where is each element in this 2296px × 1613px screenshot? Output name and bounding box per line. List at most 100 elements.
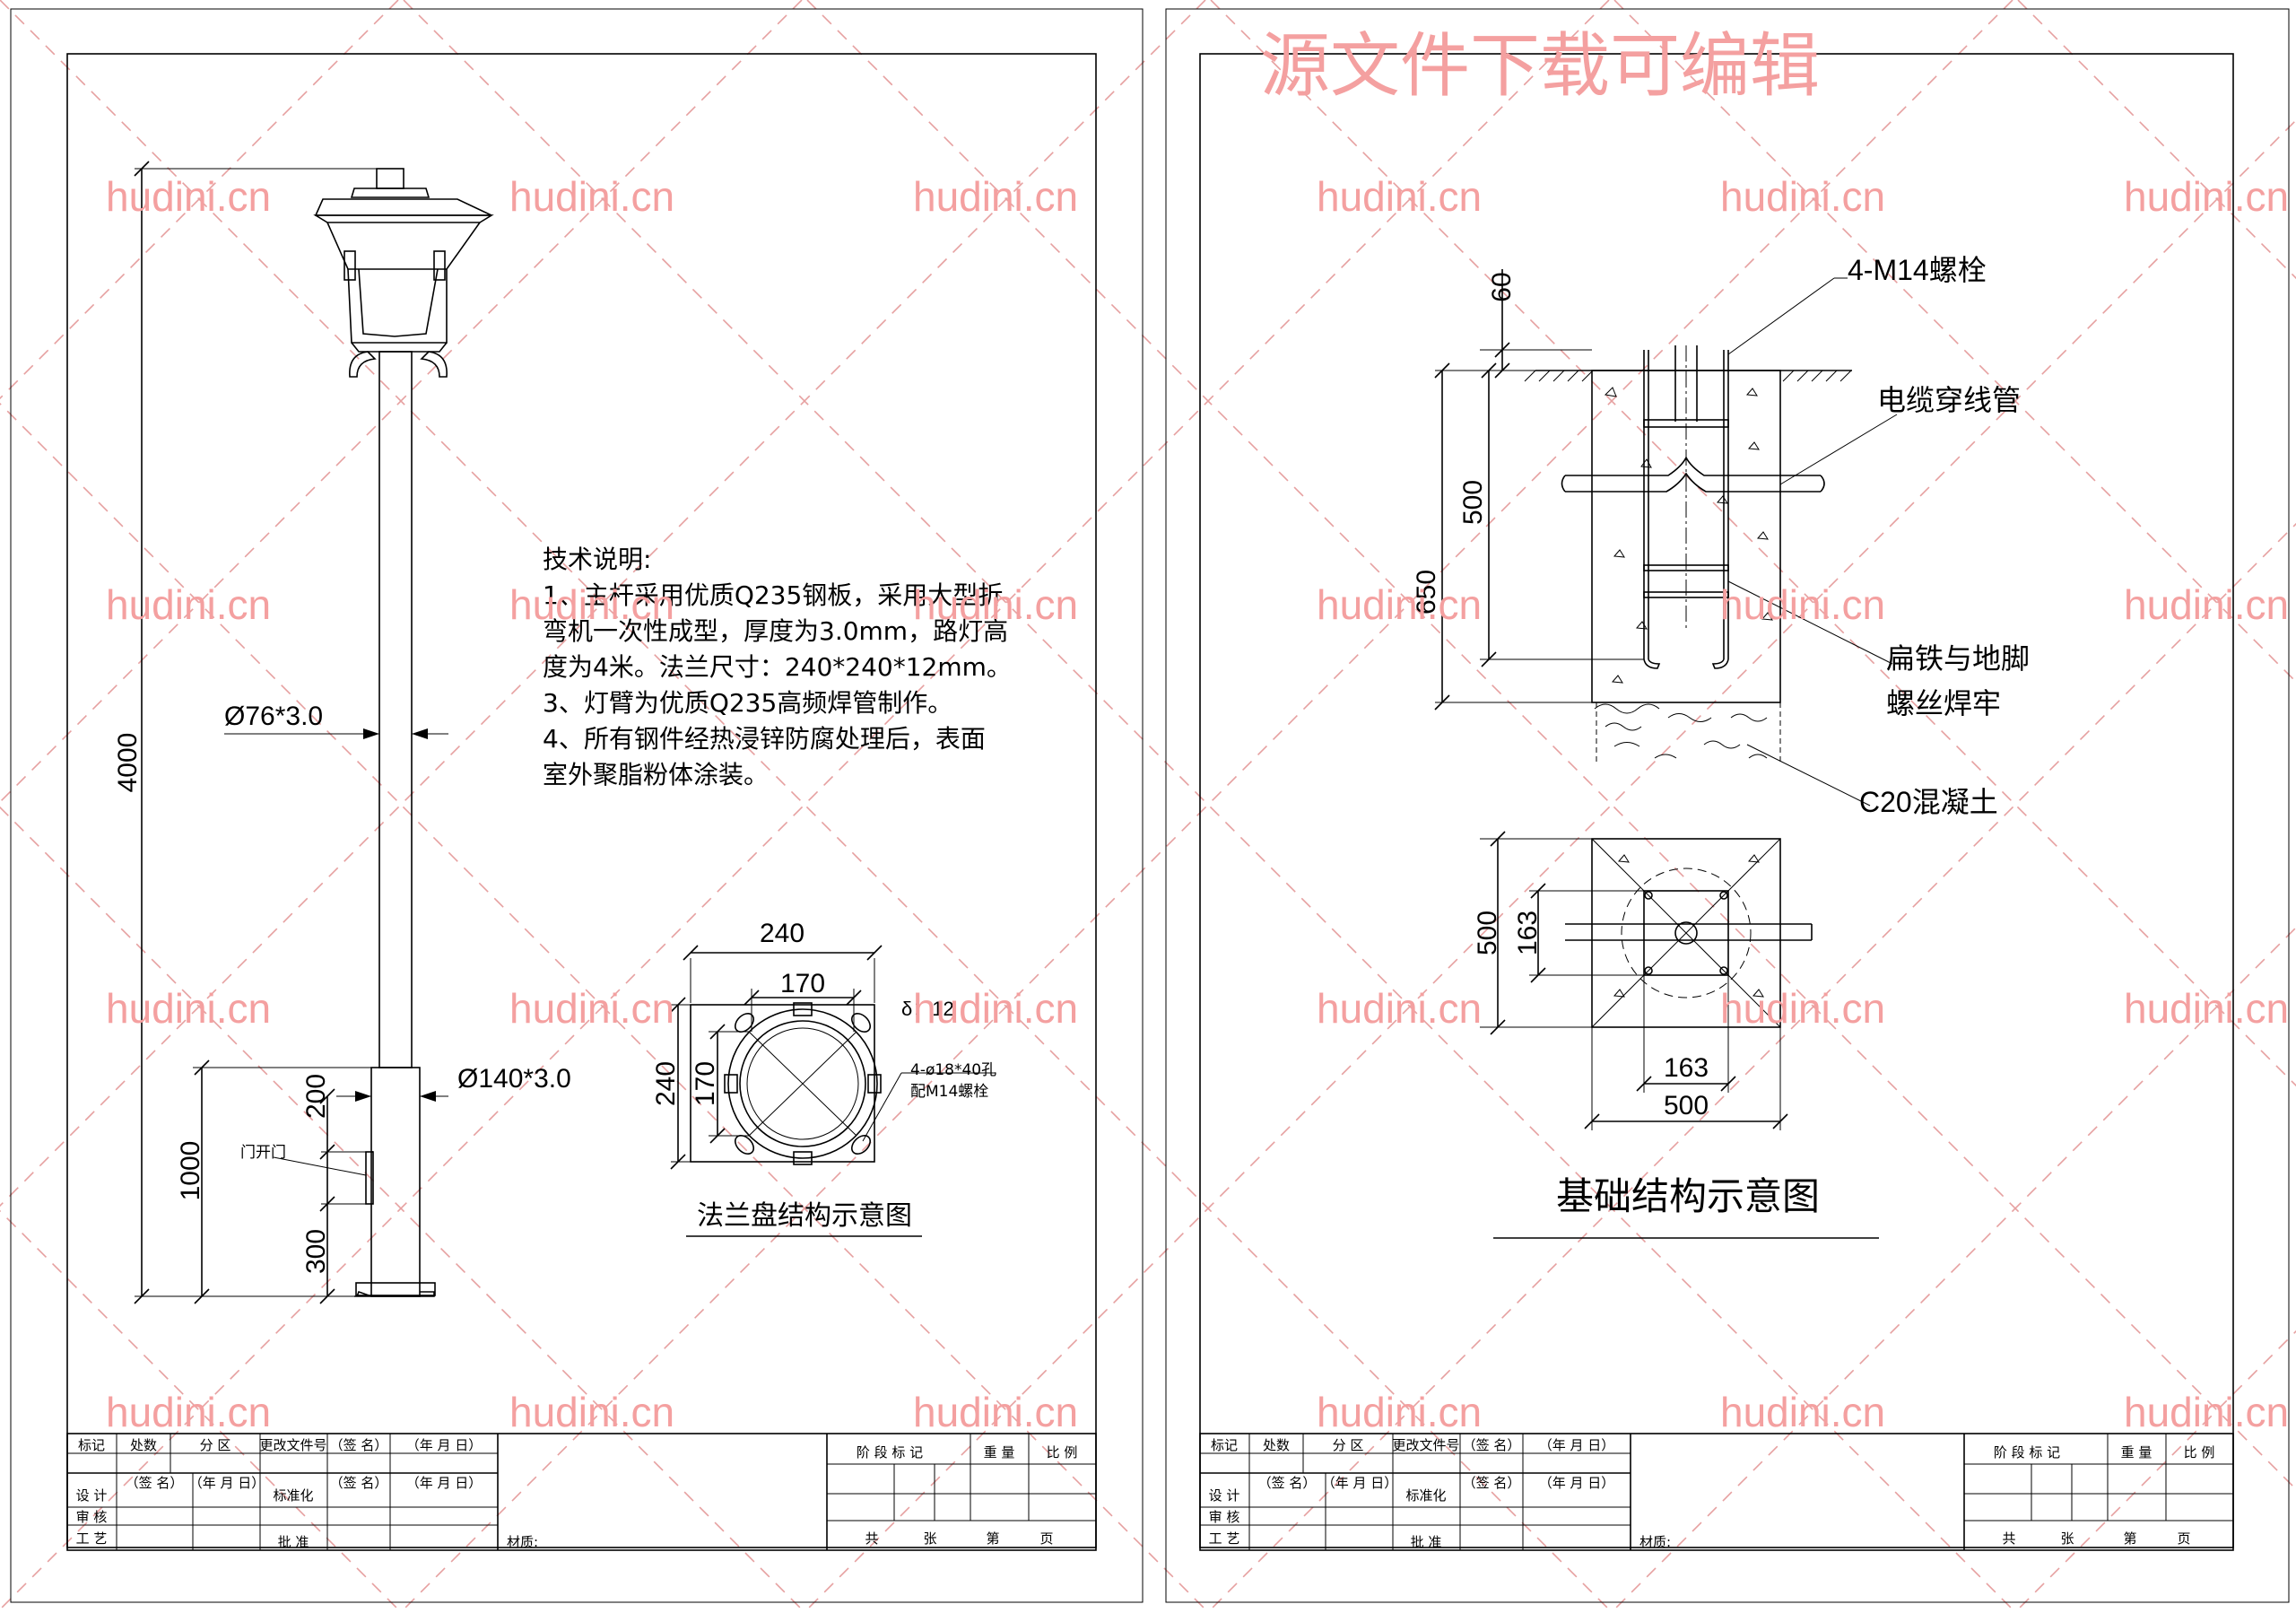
watermark-domain: hudini.cn [106,1389,271,1435]
tb-header-cell: 更改文件号 [259,1437,326,1453]
watermark-domain: hudini.cn [2124,985,2289,1032]
watermark-hatch-line [1210,522,2296,1610]
dim-flange-170-w: 170 [780,969,825,998]
dim-60: 60 [1487,272,1517,301]
watermark-domain: hudini.cn [106,581,271,628]
dim-pole-dia: Ø76*3.0 [224,702,448,739]
sheet-frames [10,8,2290,1603]
hole-note-1: 4-ø18*40孔 [910,1061,996,1079]
dim-1000: 1000 [176,1141,205,1201]
tb-weight: 重 量 [2121,1444,2152,1460]
notes-line: 3、灯臂为优质Q235高频焊管制作。 [543,688,952,718]
notes-line: 1、主杆采用优质Q235钢板，采用大型折 [543,580,1003,610]
tb-sheet-count: 共 [865,1530,878,1547]
watermark-domain: hudini.cn [509,985,674,1032]
tb-scale: 比 例 [2184,1444,2215,1460]
tb-sign-cell: （年 月 日） [1539,1475,1615,1491]
watermark-banner: 源文件下载可编辑 [1260,26,1820,107]
watermark-hatch-line [0,0,399,400]
pole-base [370,1067,421,1297]
dim-200: 200 [301,1074,331,1119]
watermark-domain: hudini.cn [509,581,674,628]
watermark-domain: hudini.cn [913,173,1078,220]
tb-craft: 工 艺 [76,1530,108,1547]
tb-sheet-count: 页 [1039,1530,1053,1547]
watermark-hatch-line [0,0,1610,1610]
tb-sheet-count: 共 [2002,1530,2015,1547]
tb-sign-cell: 标准化 [1405,1487,1446,1504]
watermark-domain: hudini.cn [913,985,1078,1032]
watermark-hatch-line [2017,0,2296,280]
tb-review: 审 核 [1209,1509,1240,1525]
notes-line: 弯机一次性成型，厚度为3.0mm，路灯高 [543,616,1008,646]
watermark-hatch-line [403,0,2013,1610]
dim-plan-500-v: 500 [1473,911,1502,955]
tb-stage: 阶 段 标 记 [1994,1444,2060,1460]
dim-300: 300 [301,1229,331,1274]
hole-note-2: 配M14螺栓 [910,1083,988,1101]
watermark-hatch-line [0,0,1610,1610]
tb-sheet-count: 第 [986,1530,999,1547]
watermark-domain: hudini.cn [2124,1389,2289,1435]
tb-approve: 批 准 [1411,1534,1442,1550]
lamp-head [313,168,494,378]
dim-plan-163-v: 163 [1513,911,1543,955]
label-weld-1: 扁铁与地脚 [1886,641,2030,676]
tb-sign-cell: （年 月 日） [1322,1475,1398,1491]
watermark-hatch-line [0,1209,399,1610]
flange-plate-plan: 240 170 240 170 δ：12 4-ø18*40孔 配M14螺栓 法兰… [651,919,996,1237]
watermark-domain: hudini.cn [913,1389,1078,1435]
watermark-domain: hudini.cn [1720,1389,1885,1435]
flange-thickness: δ：12 [901,998,954,1020]
tb-header-cell: （年 月 日） [1539,1437,1615,1453]
watermark-domain: hudini.cn [1317,173,1482,220]
watermark-hatch-line [0,0,1206,1208]
dim-flange-240-h: 240 [651,1061,681,1106]
watermark-hatch-line [0,0,803,804]
tb-header-cell: （签 名） [1463,1437,1521,1453]
title-block-frame [1199,1433,2234,1551]
lamp-pole-elevation: 4000 Ø76*3.0 Ø140*3.0 1000 [113,161,571,1304]
tb-sign-cell: （签 名） [330,1475,388,1491]
watermark-domain: hudini.cn [509,1389,674,1435]
watermark-hatch-line [2017,1330,2296,1610]
watermark-domain: hudini.cn [1720,173,1885,220]
foundation-section: 4-M14螺栓 电缆穿线管 扁铁与地脚 螺丝焊牢 C20混凝土 60 500 6… [1412,254,2030,818]
watermark-hatch-line [0,402,1206,1610]
notes-line: 度为4米。法兰尺寸：240*240*12mm。 [543,652,1012,682]
tb-sign-cell: 设 计 [1209,1487,1240,1504]
watermark-hatch-line [1613,926,2296,1610]
dim-4000: 4000 [113,733,143,793]
watermark-hatch-line [0,806,803,1610]
dim-flange-170-h: 170 [691,1061,720,1106]
title-block-right: 标记处数分 区更改文件号（签 名）（年 月 日）设 计（签 名）（年 月 日）标… [1199,1433,2234,1551]
tb-material: 材质: [1639,1534,1671,1550]
dim-flange-240-w: 240 [760,919,804,948]
dim-base-height: 1000 [176,1059,371,1304]
tb-sign-cell: （签 名） [1463,1475,1521,1491]
door-label: 门开门 [240,1144,286,1162]
watermark-domain: hudini.cn [913,581,1078,628]
tb-header-cell: 分 区 [200,1437,231,1453]
tb-header-cell: 更改文件号 [1392,1437,1459,1453]
label-bolts: 4-M14螺栓 [1848,254,1987,286]
tb-sheet-count: 页 [2177,1530,2190,1547]
flange-caption: 法兰盘结构示意图 [697,1200,912,1232]
tb-material: 材质: [507,1534,538,1550]
tb-sign-cell: （年 月 日） [406,1475,483,1491]
tb-approve: 批 准 [278,1534,309,1550]
tb-review: 审 核 [76,1509,108,1525]
tb-sheet-count: 张 [923,1530,936,1547]
tb-sign-cell: （签 名） [126,1475,184,1491]
tb-weight: 重 量 [984,1444,1015,1460]
dim-door: 200 300 门开门 [240,1074,367,1304]
foundation-plan: 500 163 163 500 [1473,831,1813,1130]
tb-header-cell: 处数 [1263,1437,1290,1453]
watermark-domain: hudini.cn [106,173,271,220]
label-concrete: C20混凝土 [1859,786,1998,818]
tb-sign-cell: 标准化 [273,1487,313,1504]
tb-craft: 工 艺 [1209,1530,1240,1547]
dim-plan-163-h: 163 [1664,1053,1709,1083]
